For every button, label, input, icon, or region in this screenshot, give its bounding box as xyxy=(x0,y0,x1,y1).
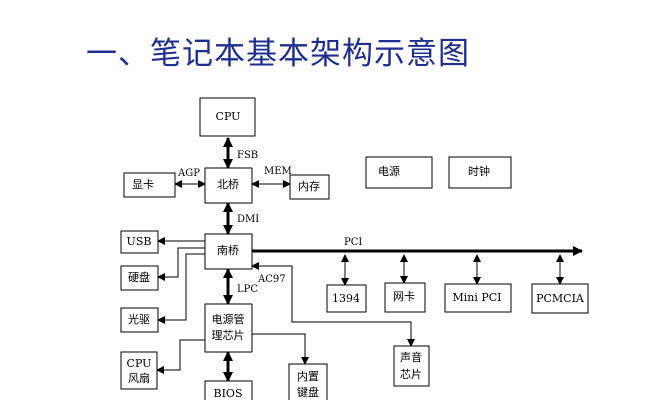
audio-label-line1: 声音 xyxy=(400,350,422,364)
graphics-label: 显卡 xyxy=(132,178,154,191)
cpufan-link xyxy=(156,339,205,374)
keyboard-link xyxy=(252,333,309,365)
ac97-label: AC97 xyxy=(257,274,286,285)
page-title: 一、笔记本基本架构示意图 xyxy=(86,36,470,72)
optical-box: 光驱 xyxy=(120,307,159,333)
optical-label: 光驱 xyxy=(128,312,150,326)
pcmcia-label: PCMCIA xyxy=(536,292,585,305)
northbridge-box: 北桥 xyxy=(204,167,253,204)
dmi-label: DMI xyxy=(237,214,259,225)
usb-label: USB xyxy=(127,235,152,248)
pci-label: PCI xyxy=(344,237,362,248)
lpc-label: LPC xyxy=(237,284,258,295)
pcmcia-box: PCMCIA xyxy=(531,283,589,314)
clock-box: 时钟 xyxy=(448,156,512,189)
fsb-label: FSB xyxy=(237,150,258,161)
agp-label: AGP xyxy=(177,168,200,179)
southbridge-label: 南桥 xyxy=(217,244,239,257)
pmchip-label-line2: 理芯片 xyxy=(212,328,245,342)
minipci-box: Mini PCI xyxy=(444,283,512,313)
audio-box: 声音 芯片 xyxy=(393,345,430,387)
cpu-label: CPU xyxy=(216,110,241,123)
cpu-box: CPU xyxy=(199,97,256,137)
pmchip-box: 电源管 理芯片 xyxy=(204,303,253,353)
bios-label: BIOS xyxy=(214,387,243,400)
nic-label: 网卡 xyxy=(393,290,415,303)
graphics-box: 显卡 xyxy=(123,172,176,198)
memory-label: 内存 xyxy=(298,179,320,193)
ieee1394-label: 1394 xyxy=(332,292,360,305)
keyboard-label-line1: 内置 xyxy=(297,369,319,383)
keyboard-label-line2: 键盘 xyxy=(297,385,319,399)
minipci-label: Mini PCI xyxy=(452,291,501,304)
power-box: 电源 xyxy=(365,156,433,189)
nic-box: 网卡 xyxy=(384,282,426,313)
pmchip-label-line1: 电源管 xyxy=(212,312,245,326)
southbridge-box: 南桥 xyxy=(204,233,253,270)
cpufan-label-line2: 风扇 xyxy=(128,371,150,385)
audio-label-line2: 芯片 xyxy=(400,367,422,381)
usb-box: USB xyxy=(120,230,159,254)
harddisk-link xyxy=(157,247,205,281)
bios-box: BIOS xyxy=(204,380,253,400)
cpufan-box: CPU 风扇 xyxy=(120,351,158,390)
ac97-link xyxy=(251,262,415,347)
optical-link xyxy=(157,253,205,324)
power-label: 电源 xyxy=(378,164,400,178)
clock-label: 时钟 xyxy=(468,164,490,178)
northbridge-label: 北桥 xyxy=(217,178,239,191)
memory-box: 内存 xyxy=(289,174,330,200)
harddisk-label: 硬盘 xyxy=(128,270,150,284)
cpufan-label-line1: CPU xyxy=(127,357,152,370)
ieee1394-box: 1394 xyxy=(326,284,367,313)
mem-label: MEM xyxy=(264,166,292,177)
keyboard-box: 内置 键盘 xyxy=(288,363,328,400)
harddisk-box: 硬盘 xyxy=(120,265,159,291)
